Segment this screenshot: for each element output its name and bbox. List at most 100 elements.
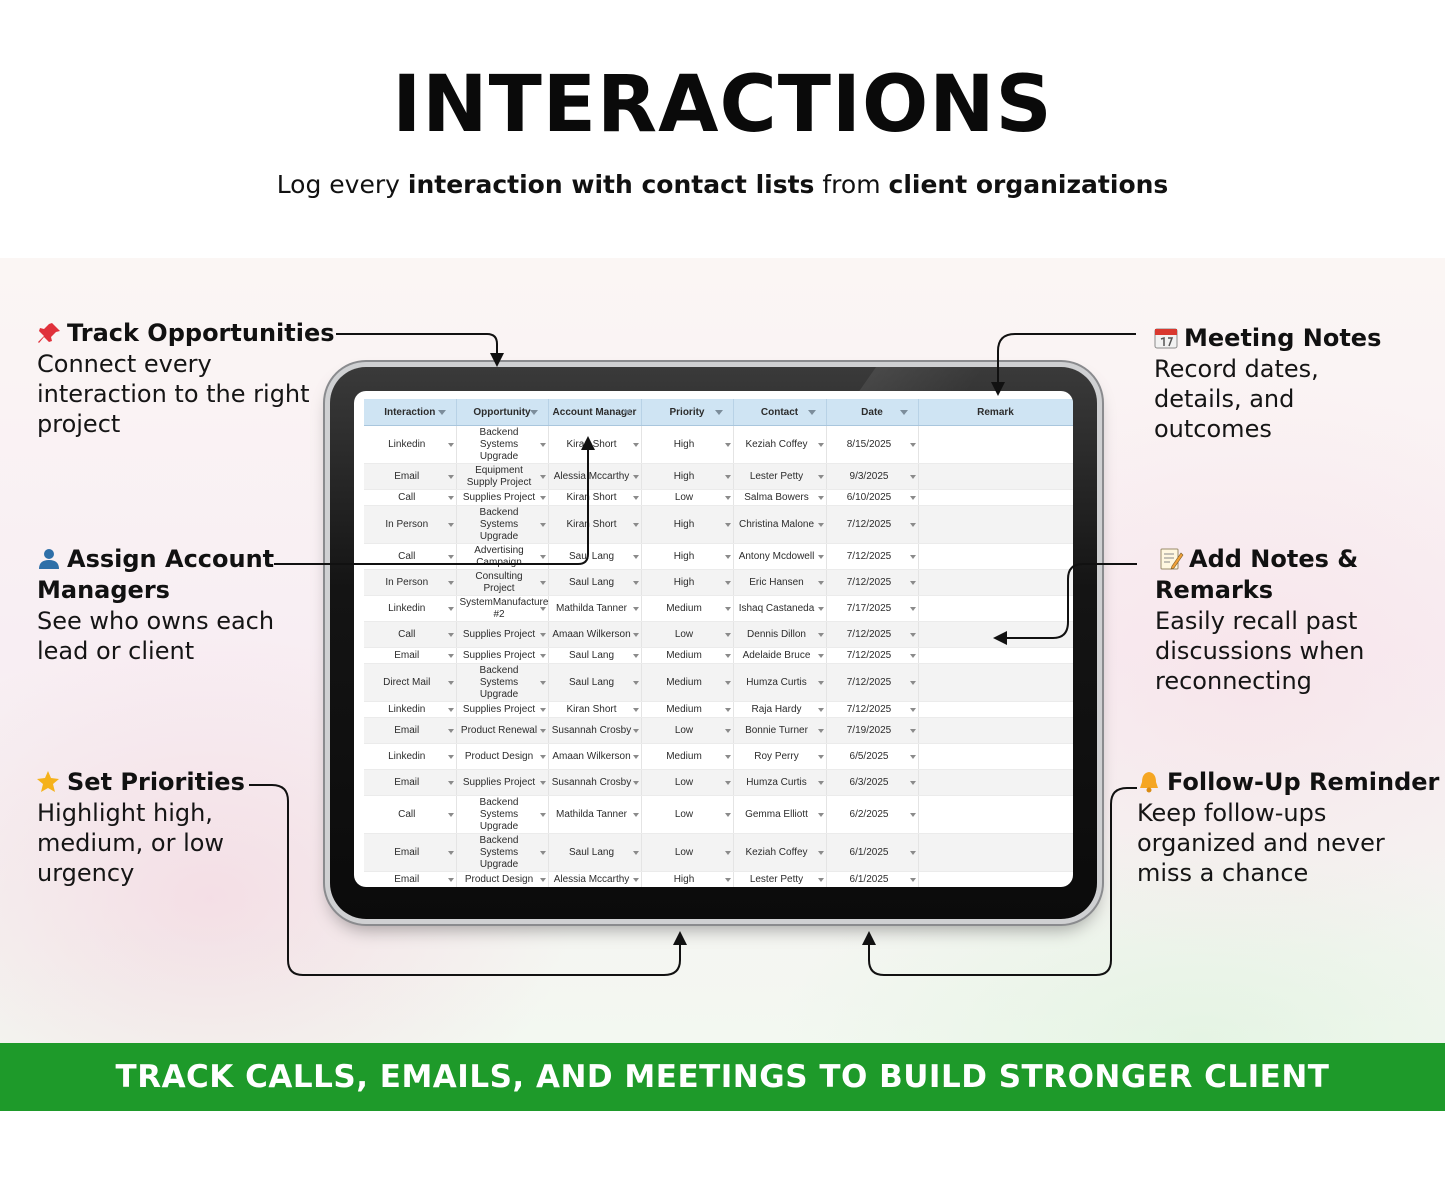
cell-date[interactable]: 6/1/2025 (826, 871, 919, 887)
chevron-down-icon[interactable] (724, 442, 731, 447)
chevron-down-icon[interactable] (539, 606, 546, 611)
cell-contact[interactable]: Bonnie Turner (733, 717, 827, 744)
chevron-down-icon[interactable] (724, 780, 731, 785)
cell-contact[interactable]: Dennis Dillon (733, 621, 827, 648)
chevron-down-icon[interactable] (632, 728, 639, 733)
chevron-down-icon[interactable] (909, 495, 916, 500)
chevron-down-icon[interactable] (539, 812, 546, 817)
chevron-down-icon[interactable] (447, 554, 454, 559)
chevron-down-icon[interactable] (724, 495, 731, 500)
cell-account-manager[interactable]: Mathilda Tanner (548, 595, 642, 622)
cell-remark[interactable] (918, 743, 1073, 770)
chevron-down-icon[interactable] (724, 728, 731, 733)
cell-remark[interactable] (918, 647, 1073, 664)
cell-account-manager[interactable]: Kiran Short (548, 505, 642, 544)
chevron-down-icon[interactable] (447, 495, 454, 500)
cell-interaction[interactable]: In Person (364, 569, 457, 596)
chevron-down-icon[interactable] (447, 754, 454, 759)
filter-dropdown-icon[interactable] (807, 410, 816, 415)
cell-remark[interactable] (918, 543, 1073, 570)
cell-date[interactable]: 7/17/2025 (826, 595, 919, 622)
cell-date[interactable]: 7/12/2025 (826, 505, 919, 544)
cell-contact[interactable]: Gemma Elliott (733, 795, 827, 834)
chevron-down-icon[interactable] (817, 850, 824, 855)
chevron-down-icon[interactable] (632, 850, 639, 855)
chevron-down-icon[interactable] (724, 877, 731, 882)
chevron-down-icon[interactable] (909, 754, 916, 759)
chevron-down-icon[interactable] (539, 474, 546, 479)
cell-remark[interactable] (918, 717, 1073, 744)
chevron-down-icon[interactable] (909, 522, 916, 527)
chevron-down-icon[interactable] (817, 877, 824, 882)
chevron-down-icon[interactable] (909, 780, 916, 785)
cell-interaction[interactable]: Call (364, 621, 457, 648)
chevron-down-icon[interactable] (817, 495, 824, 500)
cell-priority[interactable]: Low (641, 717, 734, 744)
chevron-down-icon[interactable] (539, 653, 546, 658)
cell-date[interactable]: 6/5/2025 (826, 743, 919, 770)
cell-interaction[interactable]: Call (364, 543, 457, 570)
cell-priority[interactable]: High (641, 871, 734, 887)
cell-date[interactable]: 6/10/2025 (826, 489, 919, 506)
chevron-down-icon[interactable] (447, 877, 454, 882)
cell-interaction[interactable]: Linkedin (364, 701, 457, 718)
cell-opportunity[interactable]: Supplies Project (456, 647, 549, 664)
chevron-down-icon[interactable] (632, 522, 639, 527)
cell-priority[interactable]: Medium (641, 743, 734, 770)
cell-opportunity[interactable]: Supplies Project (456, 701, 549, 718)
chevron-down-icon[interactable] (724, 707, 731, 712)
cell-priority[interactable]: High (641, 425, 734, 464)
cell-remark[interactable] (918, 795, 1073, 834)
cell-remark[interactable] (918, 463, 1073, 490)
cell-account-manager[interactable]: Saul Lang (548, 647, 642, 664)
chevron-down-icon[interactable] (632, 812, 639, 817)
chevron-down-icon[interactable] (539, 580, 546, 585)
chevron-down-icon[interactable] (724, 680, 731, 685)
chevron-down-icon[interactable] (909, 632, 916, 637)
chevron-down-icon[interactable] (724, 812, 731, 817)
cell-contact[interactable]: Raja Hardy (733, 701, 827, 718)
cell-opportunity[interactable]: Supplies Project (456, 769, 549, 796)
cell-remark[interactable] (918, 701, 1073, 718)
chevron-down-icon[interactable] (447, 474, 454, 479)
chevron-down-icon[interactable] (724, 580, 731, 585)
cell-interaction[interactable]: Linkedin (364, 743, 457, 770)
cell-opportunity[interactable]: Product Renewal (456, 717, 549, 744)
column-header[interactable]: Priority (641, 399, 734, 426)
cell-opportunity[interactable]: Backend Systems Upgrade (456, 833, 549, 872)
chevron-down-icon[interactable] (447, 780, 454, 785)
cell-priority[interactable]: High (641, 569, 734, 596)
chevron-down-icon[interactable] (447, 728, 454, 733)
chevron-down-icon[interactable] (817, 680, 824, 685)
cell-interaction[interactable]: Email (364, 833, 457, 872)
cell-date[interactable]: 6/1/2025 (826, 833, 919, 872)
cell-remark[interactable] (918, 489, 1073, 506)
chevron-down-icon[interactable] (724, 606, 731, 611)
cell-contact[interactable]: Humza Curtis (733, 663, 827, 702)
column-header[interactable]: Remark (918, 399, 1073, 426)
cell-interaction[interactable]: Linkedin (364, 425, 457, 464)
cell-interaction[interactable]: In Person (364, 505, 457, 544)
cell-account-manager[interactable]: Susannah Crosby (548, 769, 642, 796)
cell-priority[interactable]: Medium (641, 663, 734, 702)
column-header[interactable]: Account Manager (548, 399, 642, 426)
chevron-down-icon[interactable] (632, 877, 639, 882)
cell-priority[interactable]: Medium (641, 701, 734, 718)
cell-remark[interactable] (918, 505, 1073, 544)
chevron-down-icon[interactable] (909, 707, 916, 712)
cell-date[interactable]: 7/12/2025 (826, 663, 919, 702)
chevron-down-icon[interactable] (539, 632, 546, 637)
cell-account-manager[interactable]: Mathilda Tanner (548, 795, 642, 834)
cell-contact[interactable]: Antony Mcdowell (733, 543, 827, 570)
chevron-down-icon[interactable] (909, 442, 916, 447)
chevron-down-icon[interactable] (632, 495, 639, 500)
chevron-down-icon[interactable] (539, 707, 546, 712)
chevron-down-icon[interactable] (632, 580, 639, 585)
cell-date[interactable]: 6/2/2025 (826, 795, 919, 834)
cell-contact[interactable]: Humza Curtis (733, 769, 827, 796)
cell-date[interactable]: 7/12/2025 (826, 543, 919, 570)
chevron-down-icon[interactable] (632, 442, 639, 447)
cell-priority[interactable]: High (641, 463, 734, 490)
chevron-down-icon[interactable] (632, 680, 639, 685)
cell-contact[interactable]: Lester Petty (733, 871, 827, 887)
